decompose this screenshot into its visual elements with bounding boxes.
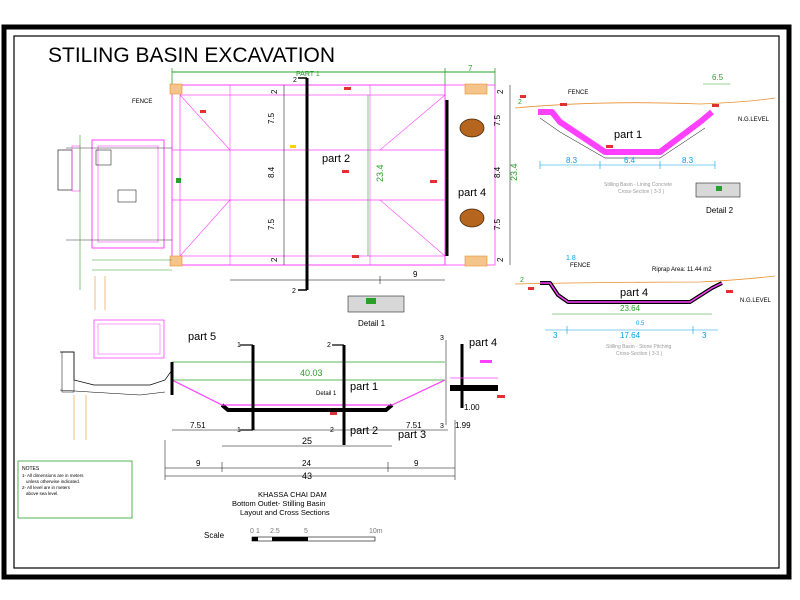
long-part2-label: part 2 (350, 425, 378, 437)
long-detail1-label: Detail 1 (316, 391, 337, 397)
xs2-dim-2364: 23.64 (620, 304, 641, 313)
longitudinal-section: 40.03 part 1 Detail 1 part 5 1 1 2 2 par… (59, 319, 505, 481)
intake-structure (57, 135, 181, 310)
xs2-riprap-label: Riprap Area: 11.44 m2 (652, 267, 712, 273)
long-part3-label: part 3 (398, 429, 426, 441)
long-dim-4003: 40.03 (300, 368, 323, 378)
long-section-1b: 1 (237, 427, 241, 434)
long-section-2b: 2 (330, 427, 334, 434)
scale-tick-10: 10m (369, 528, 383, 535)
cross-section-2: part 4 FENCE Riprap Area: 11.44 m2 N.G.L… (514, 255, 776, 357)
boulder-icon (459, 118, 485, 138)
xs1-dim-64: 6.4 (624, 156, 636, 165)
xs2-fence-label: FENCE (570, 263, 590, 269)
xs2-dim-2: 2 (520, 277, 524, 284)
plan-section-2-bottom: 2 (292, 288, 296, 295)
drawing-title: STILING BASIN EXCAVATION (48, 44, 335, 67)
plan-fence-label: FENCE (132, 99, 152, 105)
long-dim-100: 1.00 (464, 403, 480, 412)
title-block: KHASSA CHAI DAM Bottom Outlet- Stilling … (232, 490, 330, 517)
plan-dim-far-234: 23.4 (509, 163, 519, 181)
notes-line2: unless otherwise indicated. (26, 479, 80, 484)
xs1-dim-83b: 8.3 (682, 156, 694, 165)
long-dim-43: 43 (302, 471, 312, 481)
plan-dim-left-75a: 7.5 (267, 112, 276, 124)
xs1-dim-83a: 8.3 (566, 156, 578, 165)
plan-dim-left-bottom: 2 (270, 257, 279, 262)
long-section-1a: 1 (237, 342, 241, 349)
long-dim-751b: 7.51 (406, 421, 422, 430)
xs1-part1-label: part 1 (614, 129, 642, 141)
scale-label: Scale (204, 531, 225, 540)
detail1-block: Detail 1 (347, 295, 405, 328)
xs2-dim-18: 1.8 (566, 255, 576, 262)
long-section-3b: 3 (440, 423, 444, 430)
xs1-dim-65: 6.5 (712, 73, 724, 82)
notes-line4: above sea level. (26, 491, 59, 496)
notes-line1: 1- All dimensions are in meters (22, 473, 84, 478)
plan-dim-right-75b: 7.5 (493, 218, 502, 230)
plan-view: PART 1 7 2 7.5 8.4 7.5 2 2 2 (132, 64, 519, 295)
xs2-dim-3b: 3 (702, 331, 707, 340)
inner-frame (13, 35, 780, 569)
title-block-line1: KHASSA CHAI DAM (258, 490, 327, 499)
detail2-label: Detail 2 (706, 206, 734, 215)
scale-tick-1: 1 (256, 528, 260, 535)
xs1-ng-level-label: N.G.LEVEL (738, 117, 770, 123)
boulder-icon (459, 208, 485, 228)
long-part1-label: part 1 (350, 381, 378, 393)
long-section-2a: 2 (327, 342, 331, 349)
title-block-line2: Bottom Outlet- Stilling Basin (232, 499, 325, 508)
notes-line3: 2- All level are in meters (22, 485, 71, 490)
xs2-part4-label: part 4 (620, 287, 648, 299)
notes-box: NOTES 1- All dimensions are in meters un… (17, 460, 133, 519)
long-dim-24: 24 (302, 459, 311, 468)
plan-section-2-top: 2 (293, 77, 297, 84)
long-dim-199: 1.99 (455, 421, 471, 430)
xs2-caption-line2: Cross-Section ( 3-3 ) (616, 351, 662, 357)
notes-heading: NOTES (22, 466, 40, 472)
xs2-caption-line1: Stilling Basin - Stone Pitching (606, 344, 672, 350)
plan-dim-mid-234: 23.4 (375, 164, 385, 182)
xs1-caption-line2: Cross-Section ( 3-3 ) (618, 189, 664, 195)
plan-dim-right-bottom: 2 (496, 257, 505, 262)
scale-tick-25: 2.5 (270, 528, 280, 535)
plan-dim-top-right: 7 (468, 64, 473, 73)
plan-dim-bottom-9: 9 (413, 270, 418, 279)
outer-frame (1, 24, 792, 580)
xs2-ng-level-label: N.G.LEVEL (740, 298, 772, 304)
long-section-3a: 3 (440, 335, 444, 342)
xs1-dim-2: 2 (518, 99, 522, 106)
long-dim-751a: 7.51 (190, 421, 206, 430)
plan-dim-right-84: 8.4 (493, 166, 502, 178)
scale-tick-0: 0 (250, 528, 254, 535)
long-part4-label: part 4 (469, 337, 497, 349)
plan-dim-left-top: 2 (270, 89, 279, 94)
long-dim-9b: 9 (414, 459, 419, 468)
xs2-dim-3a: 3 (553, 331, 558, 340)
long-dim-25: 25 (302, 436, 312, 446)
title-block-line3: Layout and Cross Sections (240, 508, 330, 517)
detail1-label: Detail 1 (358, 319, 386, 328)
plan-dim-right-top: 2 (496, 89, 505, 94)
plan-dim-right-75a: 7.5 (493, 114, 502, 126)
plan-dim-left-75b: 7.5 (267, 218, 276, 230)
xs1-caption-line1: Stilling Basin - Lining Concrete (604, 182, 672, 188)
plan-part1-label: PART 1 (296, 71, 320, 78)
long-dim-9a: 9 (196, 459, 201, 468)
scale-tick-5: 5 (304, 528, 308, 535)
xs2-dim-05: 0.5 (636, 321, 645, 327)
long-part5-label: part 5 (188, 331, 216, 343)
xs1-fence-label: FENCE (568, 90, 588, 96)
plan-part4-label: part 4 (458, 187, 486, 199)
plan-part2-label: part 2 (322, 153, 350, 165)
cross-section-1: part 1 FENCE N.G.LEVEL 8.3 6.4 8.3 6.5 2… (514, 73, 776, 215)
xs2-dim-1764: 17.64 (620, 331, 641, 340)
plan-dim-left-84: 8.4 (267, 166, 276, 178)
scale-bar: Scale 0 1 2.5 5 10m (204, 528, 383, 542)
